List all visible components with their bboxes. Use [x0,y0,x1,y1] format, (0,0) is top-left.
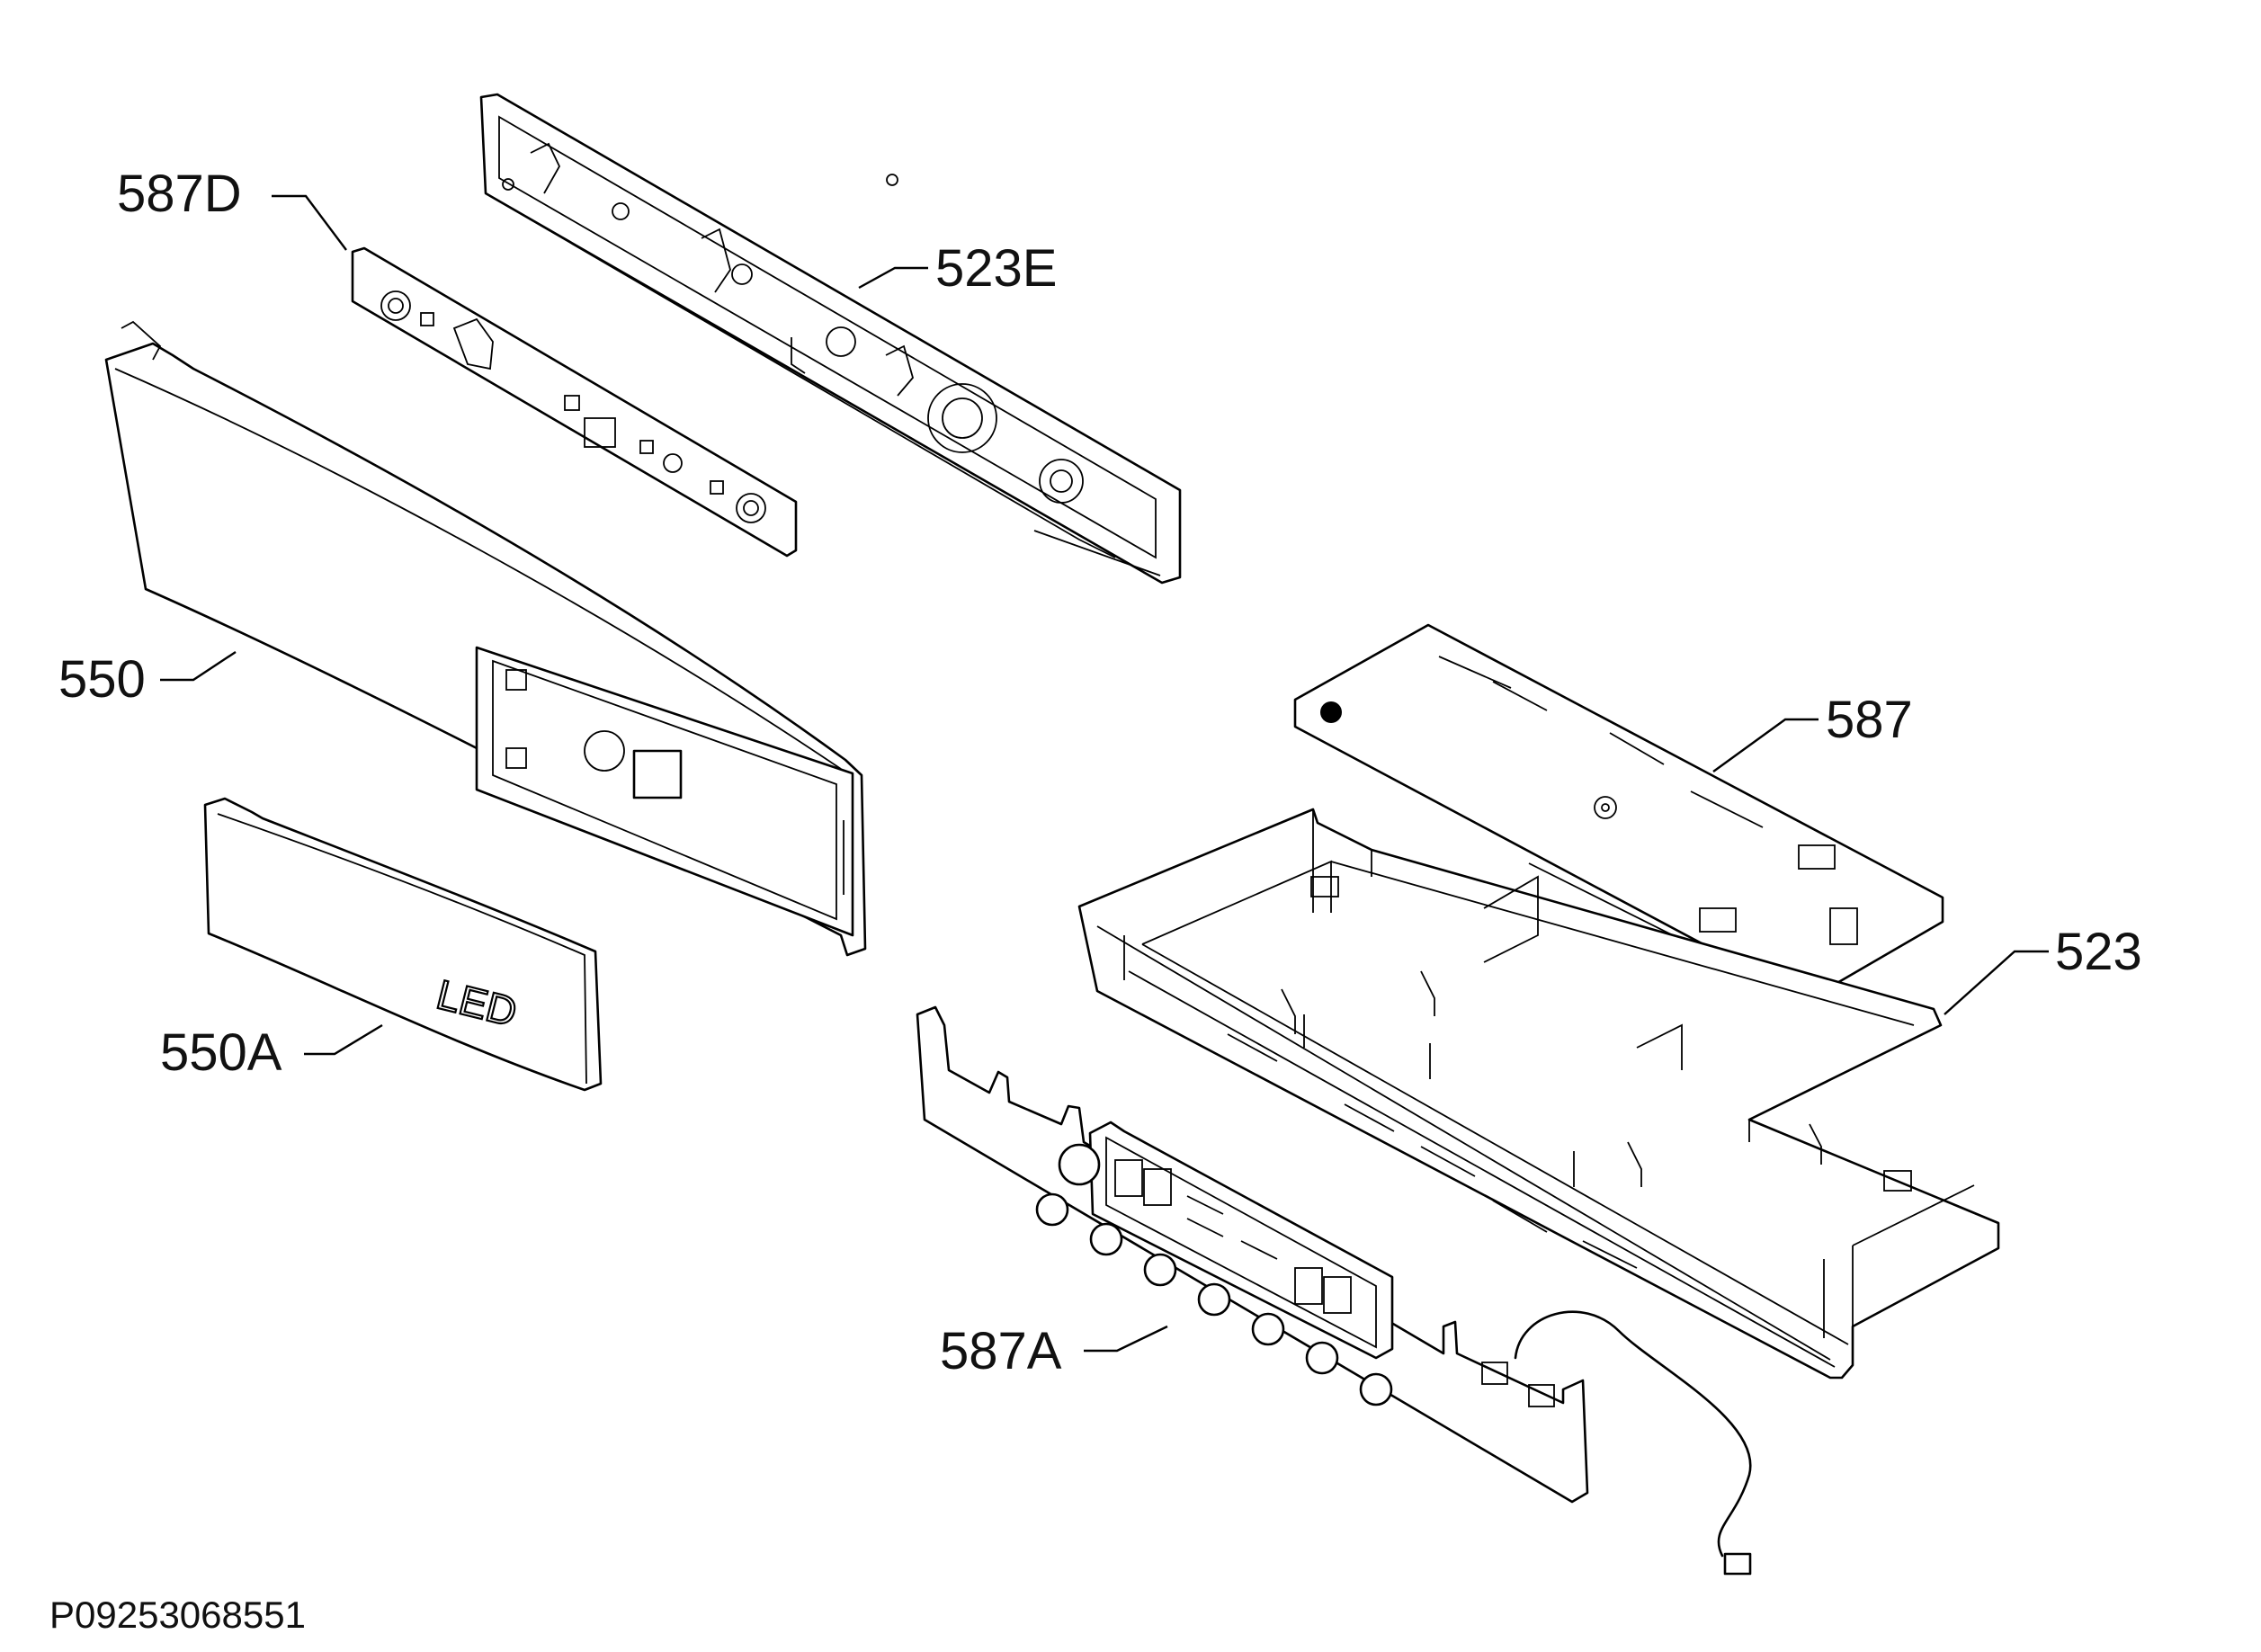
label-587: 587 [1826,691,1913,749]
led-marking: LED [433,970,522,1035]
callout-550a: 550A [160,1023,383,1082]
housing-523 [1077,808,2000,1380]
label-550: 550 [58,650,146,709]
control-knobs [1035,1192,1393,1406]
callout-523: 523 [1944,923,2142,1015]
pcb-587 [1293,623,1944,1002]
cover-550a: LED [203,797,603,1092]
callout-587a: 587A [940,1322,1168,1380]
callout-587: 587 [1712,691,1913,772]
rail-523e [479,93,1182,585]
label-523: 523 [2055,923,2142,981]
callout-550: 550 [58,650,237,709]
callout-587d: 587D [117,165,347,251]
callout-523e: 523E [858,239,1057,298]
label-550a: 550A [160,1023,282,1082]
label-523e: 523E [935,239,1057,298]
label-587d: 587D [117,165,242,223]
display-board-587a [916,1005,1752,1576]
label-587a: 587A [940,1322,1062,1380]
cover-550 [104,320,867,957]
document-number: P09253068551 [49,1594,306,1636]
pcb-587d [351,246,798,558]
